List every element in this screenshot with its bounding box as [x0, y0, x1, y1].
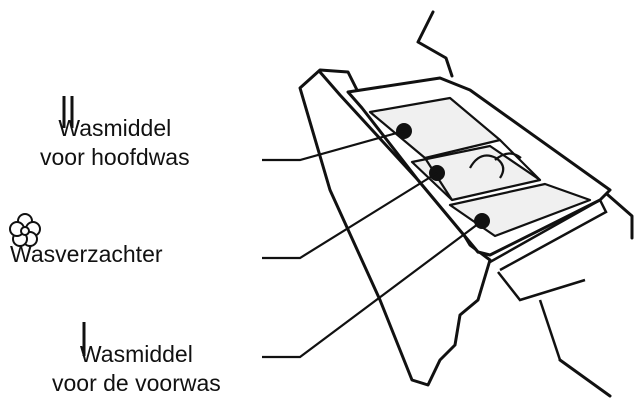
label-pre-wash-line1: Wasmiddel [79, 341, 193, 367]
machine-side-line [598, 186, 634, 240]
label-main-wash-line1: Wasmiddel [58, 115, 172, 141]
drawer-cavity-line [489, 198, 608, 272]
double-bar-icon [62, 96, 74, 128]
softener-siphon-2 [494, 152, 522, 161]
label-softener-line1: Wasverzachter [10, 241, 163, 267]
leader-line-pre-wash [262, 220, 483, 359]
drawer-front-panel [298, 68, 492, 387]
compartment-divider-2 [499, 139, 541, 181]
machine-body-line [416, 10, 454, 78]
drawer-cavity-floor [497, 271, 586, 302]
leader-line-main-wash [262, 129, 405, 162]
label-softener: Wasverzachter [10, 240, 163, 269]
label-pre-wash-line2: voor de voorwas [52, 370, 221, 396]
machine-lower-line [558, 358, 612, 398]
drawer-cavity-edge [538, 299, 562, 361]
label-main-wash-line2: voor hoofdwas [40, 144, 190, 170]
label-main-wash: Wasmiddel voor hoofdwas [40, 114, 190, 172]
leader-line-softener [262, 172, 438, 260]
label-pre-wash: Wasmiddel voor de voorwas [52, 340, 221, 398]
flower-icon [9, 213, 41, 247]
